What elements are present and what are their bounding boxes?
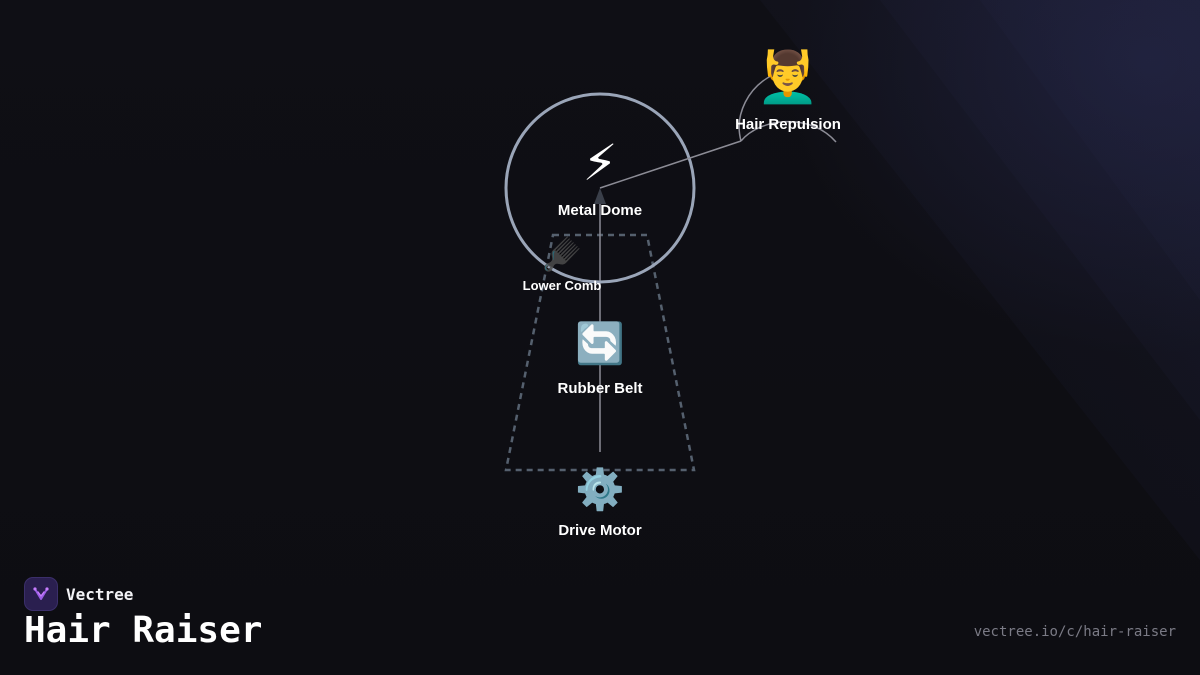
node-label: Hair Repulsion: [735, 116, 841, 133]
node-drive-motor: ⚙️ Drive Motor: [558, 470, 641, 539]
vectree-branch-icon: [24, 577, 58, 611]
page-title: Hair Raiser: [24, 610, 263, 651]
node-label: Rubber Belt: [557, 380, 643, 397]
node-hair-repulsion: 💆‍♂️ Hair Repulsion: [735, 52, 841, 133]
belt-arrow: [594, 188, 606, 204]
metal-dome-circle: [504, 92, 696, 284]
page-url[interactable]: vectree.io/c/hair-raiser: [973, 624, 1176, 640]
person-hair-icon: 💆‍♂️: [756, 48, 820, 106]
node-label: Lower Comb: [522, 278, 602, 293]
brand-name: Vectree: [66, 584, 134, 604]
gear-icon: ⚙️: [575, 467, 625, 513]
brand[interactable]: Vectree: [24, 577, 133, 611]
comb-icon: 🪮: [542, 235, 582, 273]
node-rubber-belt: 🔄 Rubber Belt: [557, 324, 642, 397]
node-label: Metal Dome: [557, 202, 643, 219]
lightning-icon: ⚡: [582, 134, 618, 192]
housing-outline: [504, 233, 696, 472]
node-label: Drive Motor: [558, 522, 642, 539]
dome-to-hair-connector: [599, 140, 742, 189]
node-lower-comb: 🪮 Lower Comb: [523, 238, 602, 293]
node-metal-dome: ⚡ Metal Dome: [558, 138, 642, 219]
rotate-arrows-icon: 🔄: [575, 321, 625, 367]
hair-arc-left: [738, 73, 776, 142]
hair-arc-right: [740, 120, 837, 143]
